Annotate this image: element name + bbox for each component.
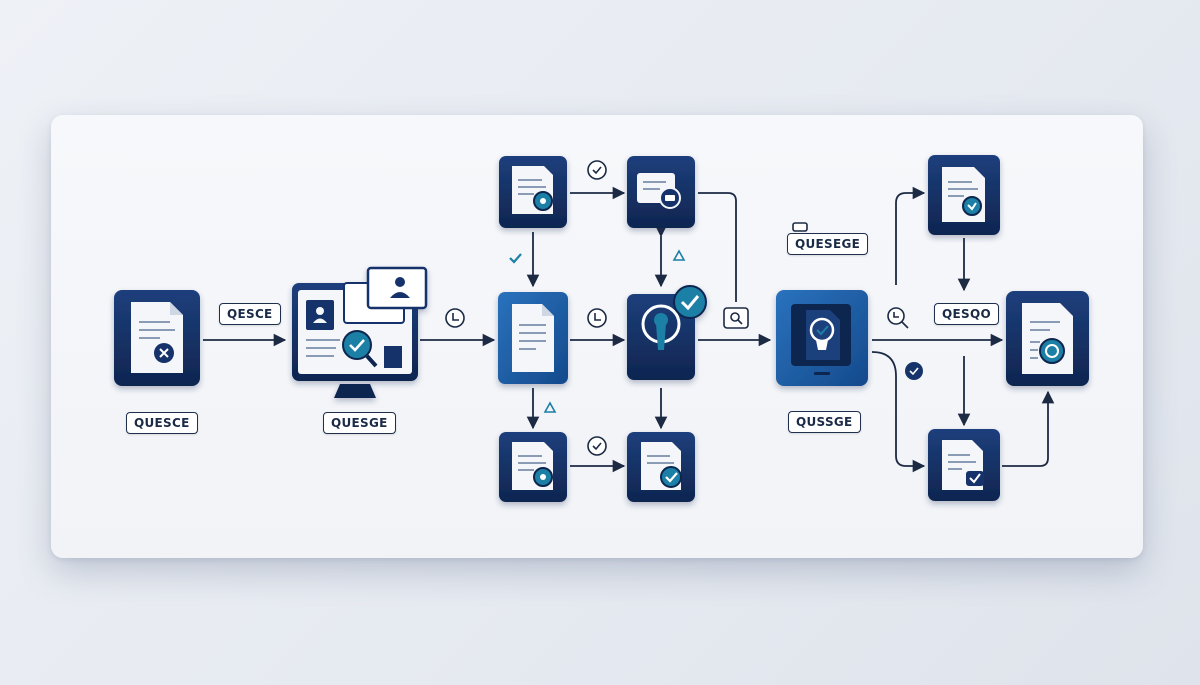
document-message-icon (659, 187, 681, 209)
doc-check-bottom-node[interactable] (627, 432, 695, 502)
certificate-document-node[interactable] (1006, 291, 1089, 386)
connectors (203, 186, 1055, 473)
check-circle-icon (587, 160, 607, 180)
doc-verified-top-node[interactable] (928, 155, 1000, 235)
user-icon (390, 277, 410, 298)
triangle-icon (672, 249, 686, 261)
source-document-node[interactable] (114, 290, 200, 386)
document-check-icon (962, 196, 982, 216)
certificate-document-icon (1030, 338, 1065, 364)
doc-search-top-node[interactable] (499, 156, 567, 228)
user-icon (313, 307, 327, 323)
tag-icon (792, 222, 808, 232)
keyhole-check-icon (641, 285, 707, 350)
document-search-icon (533, 467, 553, 487)
document-search-icon (533, 191, 553, 211)
lightbulb-tablet-icon (809, 317, 835, 350)
clock-icon (587, 308, 607, 328)
document-check-icon (660, 466, 682, 488)
insight-tablet-node[interactable] (776, 290, 868, 386)
arrow-tablet-to-top-right (895, 186, 926, 285)
label-quesege: QUESEGE (787, 233, 869, 255)
small-markers (445, 160, 923, 456)
check-circle-icon (587, 436, 607, 456)
document-icon (519, 324, 546, 350)
doc-verified-bottom-node[interactable] (928, 429, 1000, 501)
doc-message-top-node[interactable] (627, 156, 695, 228)
document-x-icon (154, 343, 174, 363)
label-qesqo: QESQO (934, 303, 999, 325)
approval-lock-node[interactable] (627, 285, 707, 380)
arrow-bottom-right-to-certificate (1002, 390, 1055, 467)
triangle-icon (543, 401, 557, 413)
clock-icon (445, 308, 465, 328)
central-document-node[interactable] (498, 292, 568, 384)
document-check-icon (966, 471, 984, 486)
label-quesce: QUESCE (126, 412, 198, 434)
search-check-icon (342, 330, 378, 368)
label-qussge: QUSSGE (788, 411, 861, 433)
search-clock-icon (887, 307, 909, 329)
check-circle-icon (905, 362, 923, 380)
arrow-message-to-tablet (698, 192, 737, 302)
review-monitor-node[interactable] (292, 266, 428, 398)
search-box-icon (723, 307, 749, 329)
label-qesce: QESCE (219, 303, 281, 325)
arrow-tablet-to-bottom-right (871, 351, 926, 473)
label-quesge: QUESGE (323, 412, 396, 434)
doc-search-bottom-node[interactable] (499, 432, 567, 502)
check-icon (509, 253, 522, 264)
